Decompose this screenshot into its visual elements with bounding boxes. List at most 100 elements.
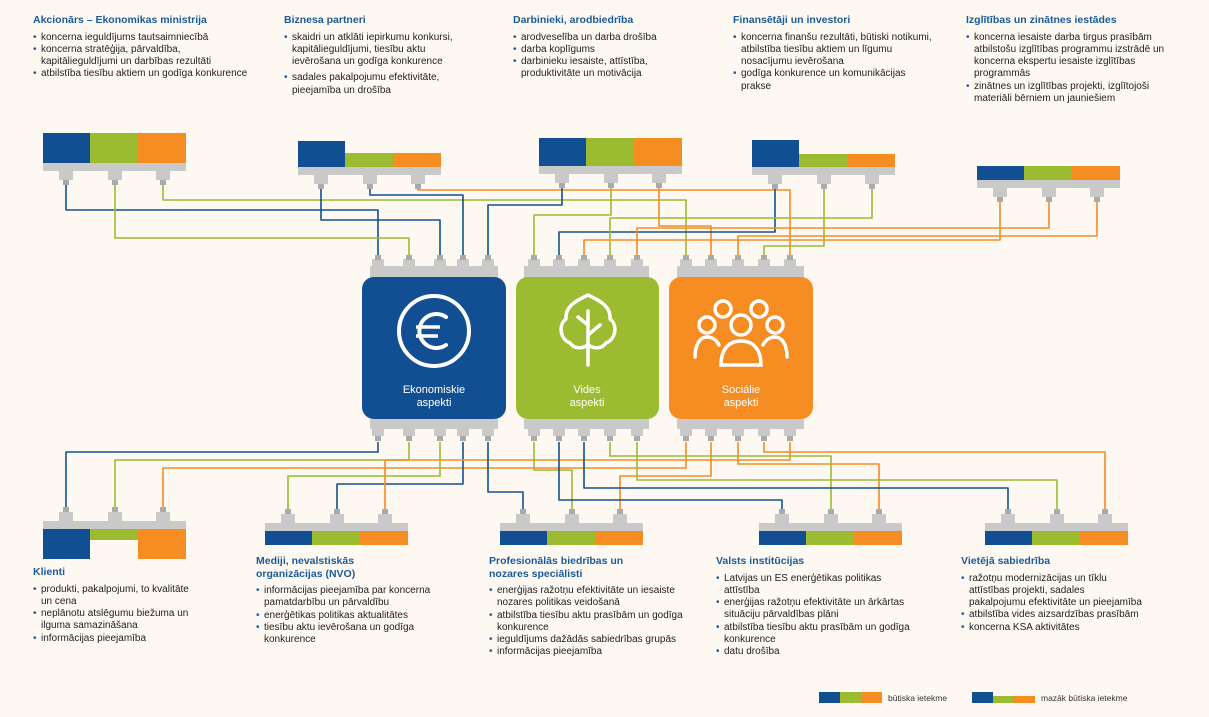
- plug-pin: [708, 255, 714, 260]
- connector-wire: [533, 185, 612, 258]
- plug-pin: [683, 436, 689, 441]
- group-employees: Darbinieki, arodbiedrība arodveselība un…: [513, 14, 708, 81]
- connector-wire: [369, 185, 464, 258]
- adapter-base: [985, 523, 1128, 531]
- list-item: datu drošība: [716, 646, 931, 659]
- list-item: atbilstība tiesību aktiem un godīga konk…: [33, 68, 258, 81]
- adapter-stripe: [90, 529, 138, 540]
- adapter-plug: [314, 175, 328, 184]
- group-items: koncerna ieguldījums tautsaimniecībā kon…: [33, 32, 258, 81]
- adapter-plug: [652, 174, 666, 183]
- plug-pin: [787, 436, 793, 441]
- group-title: Finansētāji un investori: [733, 14, 851, 26]
- connector-wire: [636, 442, 1058, 515]
- adapter-stripe: [90, 133, 138, 163]
- hub-label: Ekonomiskie aspekti: [402, 384, 466, 409]
- adapter-base: [500, 523, 643, 531]
- adapter-plug: [330, 514, 344, 523]
- connector-wire: [583, 185, 1001, 258]
- adapter-plug: [59, 171, 73, 180]
- connector-wire: [162, 185, 687, 258]
- group-items: arodveselība un darba drošība darba kopl…: [513, 32, 708, 81]
- list-item: arodveselība un darba drošība: [513, 32, 708, 45]
- list-item: informācijas pieejamība: [33, 633, 208, 646]
- list-item: skaidri un atklāti iepirkumu konkursi, k…: [284, 32, 464, 69]
- adapter-plug: [378, 514, 392, 523]
- list-item: atbilstība tiesību aktu prasībām un godī…: [716, 622, 931, 647]
- connector-wire: [320, 185, 441, 258]
- adapter-stripe: [847, 154, 895, 167]
- legend-label-significant: būtiska ietekme: [888, 693, 948, 703]
- adapter-stripe: [799, 154, 847, 167]
- list-item: sadales pakalpojumu efektivitāte, pieeja…: [284, 72, 464, 97]
- adapter-stripe: [43, 133, 90, 163]
- plug-pin: [367, 184, 373, 189]
- list-item: enerģijas ražotņu efektivitāte un iesais…: [489, 585, 704, 610]
- list-item: koncerna iesaiste darba tirgus prasībām …: [966, 32, 1181, 81]
- plug-pin: [876, 509, 882, 514]
- plug-pin: [1005, 509, 1011, 514]
- plug-pin: [520, 509, 526, 514]
- list-item: darba koplīgums: [513, 44, 708, 57]
- plug-pin: [460, 255, 466, 260]
- list-item: zinātnes un izglītības projekti, izglīto…: [966, 81, 1181, 106]
- plug-pin: [285, 509, 291, 514]
- plug-pin: [531, 436, 537, 441]
- connector-wire: [533, 442, 573, 515]
- group-professional-associations: Profesionālās biedrības un nozares speci…: [489, 555, 704, 659]
- list-item: enerģētikas politikas aktualitātes: [256, 610, 461, 623]
- plug-pin: [821, 184, 827, 189]
- list-item: neplānotu atslēgumu biežuma un ilguma sa…: [33, 608, 191, 633]
- adapter-plug: [1098, 514, 1112, 523]
- adapter-stripe: [265, 531, 312, 545]
- list-item: godīga konkurence un komunikācijas praks…: [733, 68, 938, 93]
- group-title: Mediji, nevalstiskās organizācijas (NVO): [256, 555, 356, 580]
- hub-plug-strip: [524, 419, 649, 429]
- legend-swatch-less: [972, 692, 1035, 703]
- plug-pin: [1054, 509, 1060, 514]
- group-title: Vietējā sabiedrība: [961, 555, 1051, 567]
- plug-pin: [556, 255, 562, 260]
- adapter-plug: [1001, 514, 1015, 523]
- plug-pin: [634, 436, 640, 441]
- plug-pin: [735, 255, 741, 260]
- connector-wire: [737, 442, 880, 515]
- plug-pin: [556, 436, 562, 441]
- connector-wire: [763, 442, 1106, 515]
- people-icon: [693, 299, 789, 367]
- connector-wire: [583, 442, 1009, 515]
- adapter-plug: [555, 174, 569, 183]
- hub-plug-strip: [370, 419, 498, 429]
- plug-pin: [406, 255, 412, 260]
- adapter-plug: [872, 514, 886, 523]
- adapter-plug: [156, 512, 170, 521]
- plug-pin: [406, 436, 412, 441]
- plug-pin: [1046, 197, 1052, 202]
- adapter-stripe: [1032, 531, 1080, 545]
- list-item: informācijas pieejamība par koncerna pam…: [256, 585, 439, 610]
- adapter-stripe: [393, 153, 441, 167]
- adapter-base: [298, 167, 441, 175]
- list-item: koncerna KSA aktivitātes: [961, 622, 1196, 635]
- list-item: ieguldījums dažādās sabiedrības grupās: [489, 634, 682, 647]
- list-item: enerģijas ražotņu efektivitāte un ārkārt…: [716, 597, 931, 622]
- hub-label: Vides aspekti: [569, 384, 605, 409]
- hub-plug-strip: [524, 266, 649, 278]
- group-education: Izglītības un zinātnes iestādes koncerna…: [966, 14, 1181, 105]
- plug-pin: [772, 184, 778, 189]
- adapter-plug: [865, 175, 879, 184]
- group-items: skaidri un atklāti iepirkumu konkursi, k…: [284, 32, 464, 97]
- adapter-plug: [768, 175, 782, 184]
- group-title: Akcionārs – Ekonomikas ministrija: [33, 14, 207, 26]
- adapter-stripe: [138, 529, 186, 559]
- adapter-plug: [993, 188, 1007, 197]
- plug-pin: [581, 436, 587, 441]
- hub-plug-strip: [677, 266, 804, 278]
- plug-pin: [112, 180, 118, 185]
- plug-pin: [581, 255, 587, 260]
- adapter-stripe: [345, 153, 393, 167]
- group-items: produkti, pakalpojumi, to kvalitāte un c…: [33, 584, 208, 646]
- plug-pin: [318, 184, 324, 189]
- connector-wire: [487, 442, 524, 515]
- connector-wire: [417, 185, 791, 258]
